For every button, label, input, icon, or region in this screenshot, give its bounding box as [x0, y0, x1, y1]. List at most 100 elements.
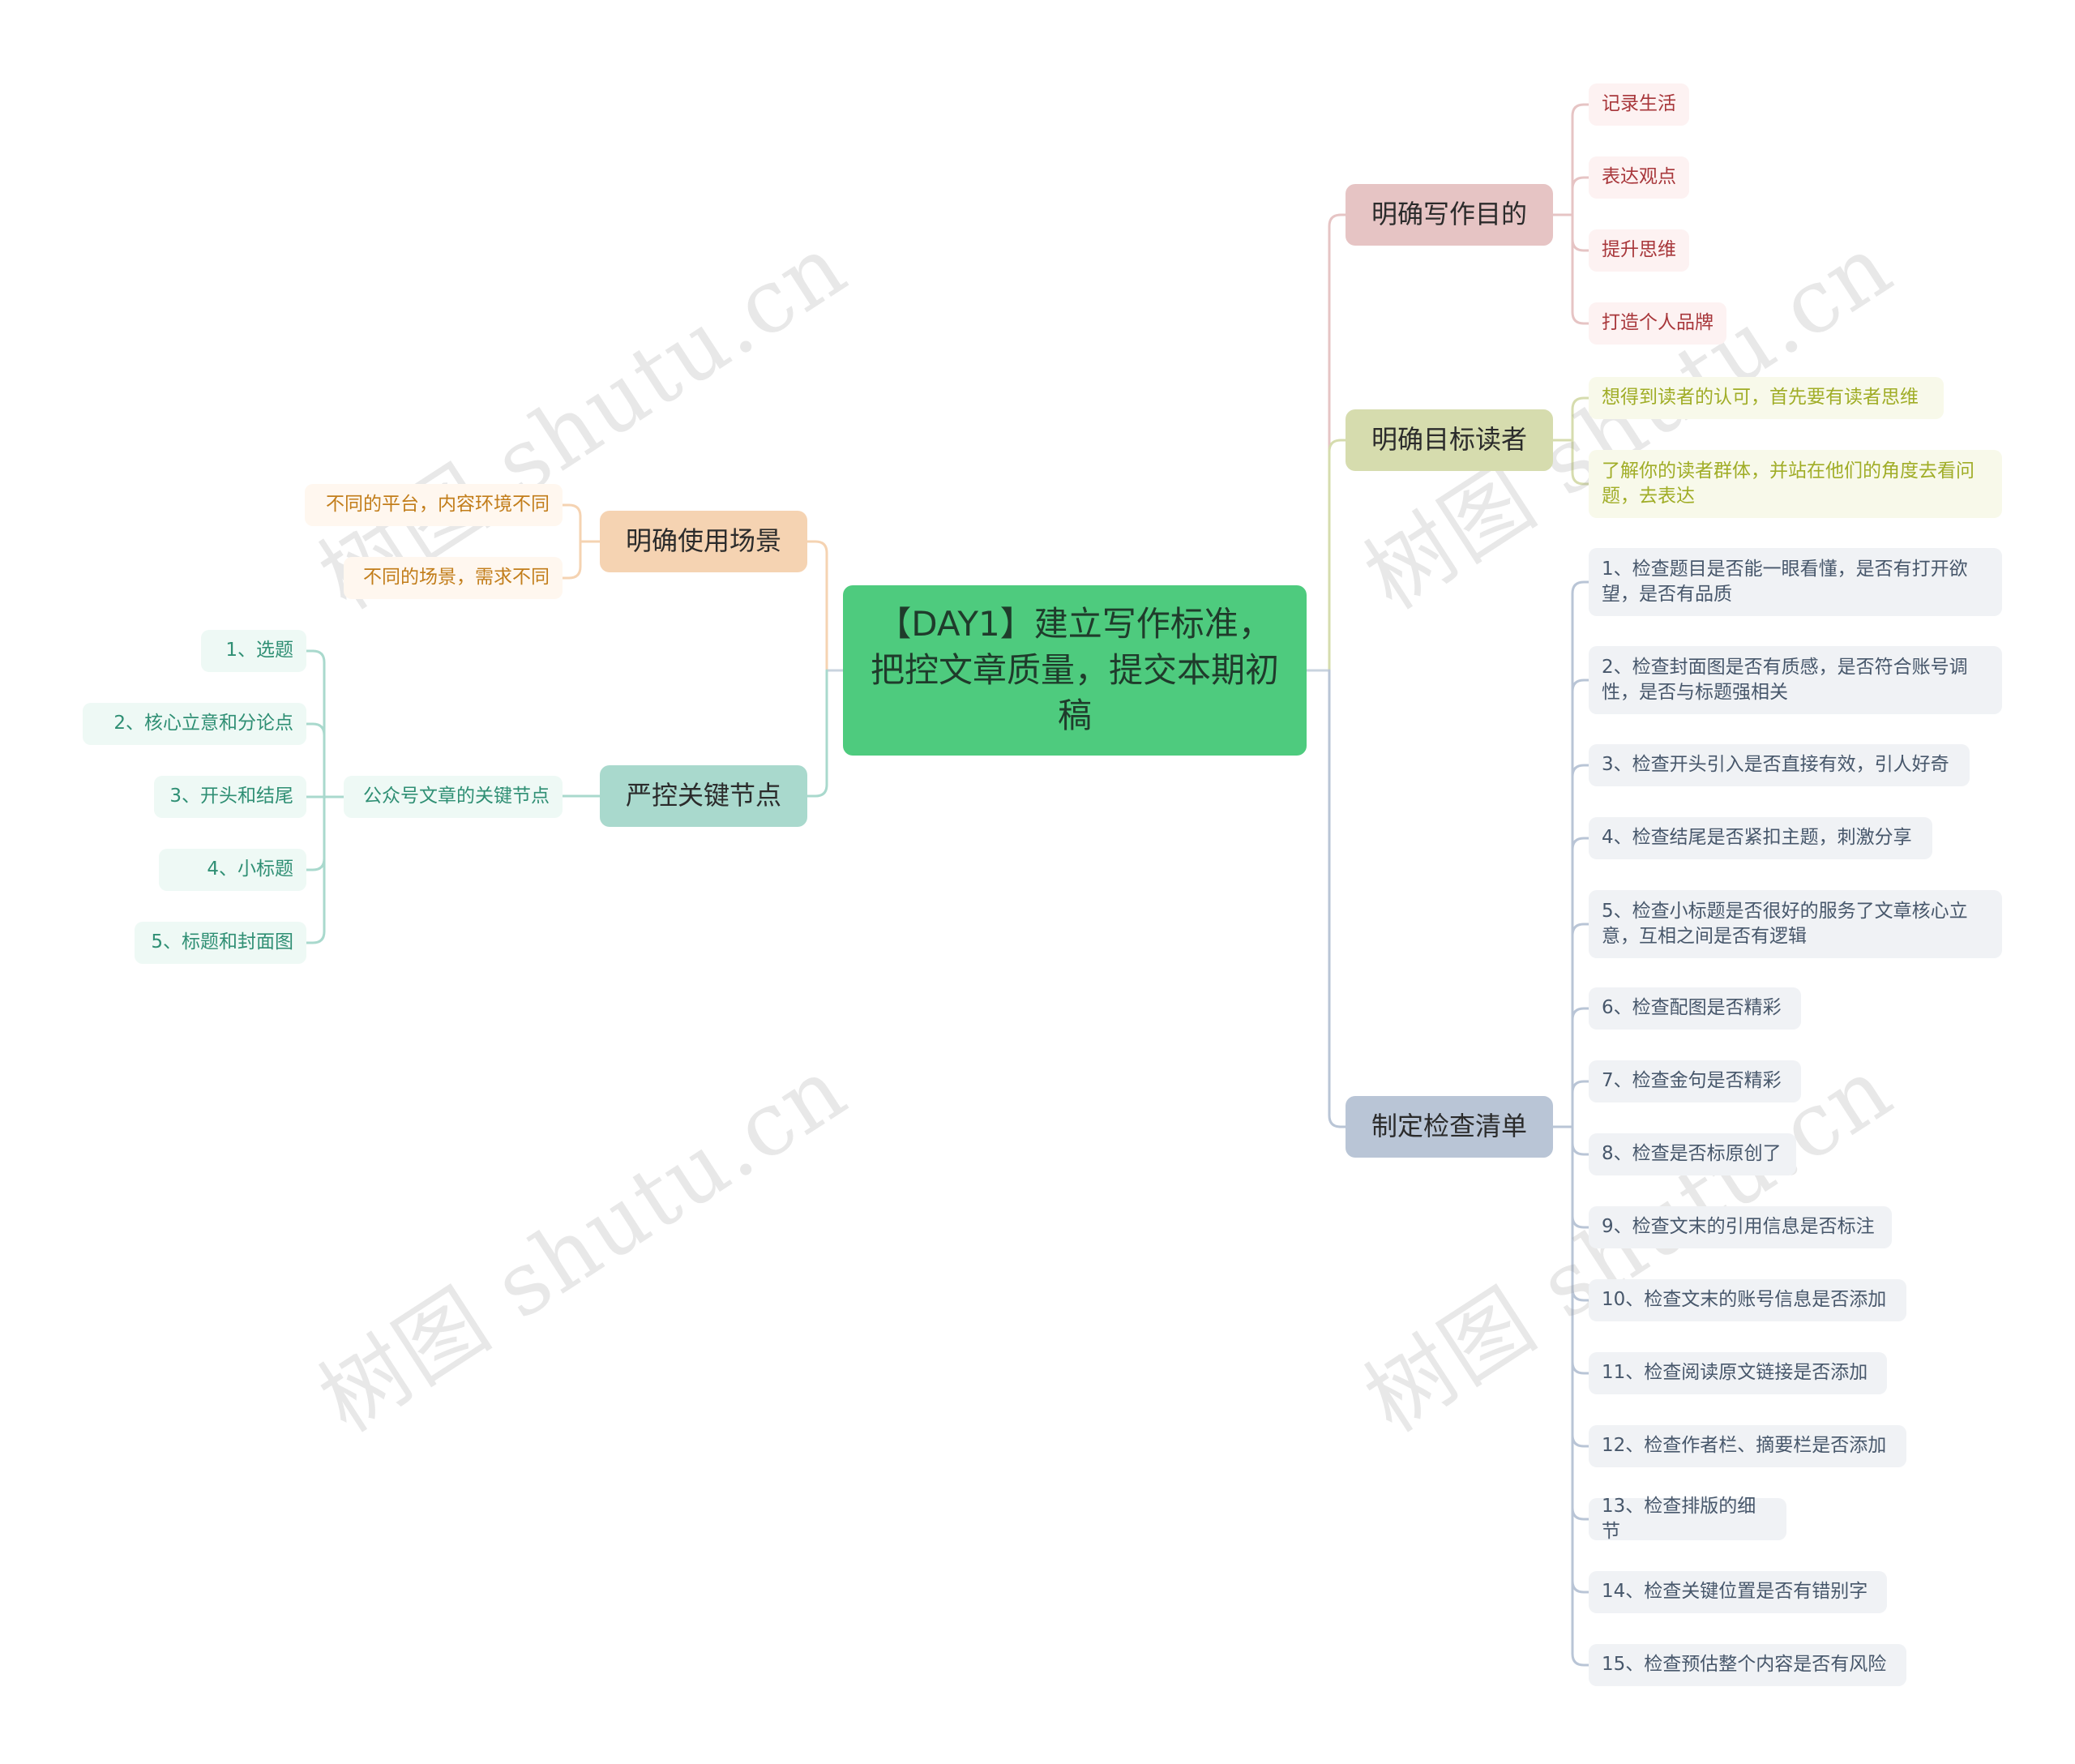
connector-checklist-leaf	[1571, 1125, 1590, 1521]
connector-key-leaf	[305, 649, 326, 799]
leaf-label: 6、检查配图是否精彩	[1602, 997, 1782, 1019]
leaf-label: 4、小标题	[207, 858, 293, 880]
leaf-label: 3、开头和结尾	[169, 786, 293, 807]
leaf-scene-item[interactable]: 不同的场景，需求不同	[344, 557, 563, 599]
leaf-purpose-item[interactable]: 表达观点	[1589, 156, 1689, 199]
leaf-checklist-item[interactable]: 14、检查关键位置是否有错别字	[1589, 1571, 1887, 1613]
leaf-checklist-item[interactable]: 4、检查结尾是否紧扣主题，刺激分享	[1589, 817, 1932, 859]
leaf-label: 8、检查是否标原创了	[1602, 1143, 1782, 1165]
connector-checklist-leaf	[1571, 1125, 1590, 1667]
branch-label: 明确使用场景	[625, 525, 781, 557]
connector-purpose-leaf	[1571, 103, 1590, 216]
connector-reader-leaf	[1571, 439, 1590, 486]
leaf-key-item[interactable]: 2、核心立意和分论点	[83, 703, 306, 745]
leaf-label: 不同的场景，需求不同	[363, 567, 550, 589]
leaf-label: 2、检查封面图是否有质感，是否符合账号调性，是否与标题强相关	[1602, 656, 1968, 703]
connector-reader	[1328, 439, 1347, 672]
leaf-checklist-item[interactable]: 10、检查文末的账号信息是否添加	[1589, 1279, 1906, 1321]
leaf-label: 2、核心立意和分论点	[113, 713, 293, 734]
leaf-label: 记录生活	[1602, 93, 1676, 115]
branch-target-reader[interactable]: 明确目标读者	[1346, 409, 1553, 471]
leaf-checklist-item[interactable]: 7、检查金句是否精彩	[1589, 1060, 1801, 1102]
connector-scene-leaf	[561, 540, 582, 580]
leaf-label: 提升思维	[1602, 239, 1676, 261]
leaf-purpose-item[interactable]: 记录生活	[1589, 83, 1689, 126]
leaf-checklist-item[interactable]: 12、检查作者栏、摘要栏是否添加	[1589, 1425, 1906, 1467]
branch-label: 严控关键节点	[625, 780, 781, 811]
key-nodes-subtopic[interactable]: 公众号文章的关键节点	[344, 776, 563, 818]
leaf-label: 3、检查开头引入是否直接有效，引人好奇	[1602, 754, 1949, 776]
leaf-label: 13、检查排版的细节	[1602, 1495, 1756, 1542]
leaf-label: 11、检查阅读原文链接是否添加	[1602, 1362, 1868, 1384]
leaf-checklist-item[interactable]: 8、检查是否标原创了	[1589, 1133, 1796, 1175]
leaf-label: 不同的平台，内容环境不同	[326, 494, 550, 516]
leaf-label: 了解你的读者群体，并站在他们的角度去看问题，去表达	[1602, 460, 1974, 507]
connector-checklist-leaf	[1571, 1125, 1590, 1375]
connector-keypoints	[806, 669, 828, 798]
connector-checklist-leaf	[1571, 923, 1590, 1128]
leaf-checklist-item[interactable]: 2、检查封面图是否有质感，是否符合账号调性，是否与标题强相关	[1589, 646, 2002, 714]
leaf-checklist-item[interactable]: 5、检查小标题是否很好的服务了文章核心立意，互相之间是否有逻辑	[1589, 890, 2002, 958]
connector-checklist-leaf	[1571, 1007, 1590, 1128]
connector-scene	[806, 540, 828, 672]
connector-checklist-leaf	[1571, 764, 1590, 1128]
connector-key-leaf	[305, 795, 326, 944]
leaf-label: 公众号文章的关键节点	[363, 786, 550, 807]
connector-checklist-leaf	[1571, 1125, 1590, 1156]
leaf-label: 想得到读者的认可，首先要有读者思维	[1602, 387, 1919, 409]
leaf-key-item[interactable]: 4、小标题	[159, 849, 306, 891]
connector-checklist	[1328, 669, 1347, 1128]
leaf-checklist-item[interactable]: 3、检查开头引入是否直接有效，引人好奇	[1589, 744, 1970, 786]
leaf-reader-item[interactable]: 了解你的读者群体，并站在他们的角度去看问题，去表达	[1589, 450, 2002, 518]
root-topic[interactable]: 【DAY1】建立写作标准，把控文章质量，提交本期初稿	[843, 585, 1307, 756]
leaf-label: 1、检查题目是否能一眼看懂，是否有打开欲望，是否有品质	[1602, 558, 1968, 605]
leaf-scene-item[interactable]: 不同的平台，内容环境不同	[305, 484, 563, 526]
connector-checklist-leaf	[1571, 580, 1590, 1128]
leaf-label: 9、检查文末的引用信息是否标注	[1602, 1216, 1875, 1238]
branch-checklist[interactable]: 制定检查清单	[1346, 1096, 1553, 1158]
leaf-key-item[interactable]: 1、选题	[201, 630, 306, 672]
leaf-checklist-item[interactable]: 1、检查题目是否能一眼看懂，是否有打开欲望，是否有品质	[1589, 548, 2002, 616]
leaf-checklist-item[interactable]: 6、检查配图是否精彩	[1589, 987, 1801, 1030]
leaf-label: 4、检查结尾是否紧扣主题，刺激分享	[1602, 827, 1912, 849]
connector-key-leaf	[305, 795, 326, 871]
connector-reader-leaf	[1571, 396, 1590, 442]
connector-checklist-leaf	[1571, 1125, 1590, 1594]
leaf-reader-item[interactable]: 想得到读者的认可，首先要有读者思维	[1589, 377, 1944, 419]
connector-checklist-leaf	[1571, 1125, 1590, 1448]
leaf-label: 15、检查预估整个内容是否有风险	[1602, 1654, 1887, 1676]
branch-label: 明确写作目的	[1371, 199, 1527, 230]
branch-label: 明确目标读者	[1371, 424, 1527, 456]
branch-writing-purpose[interactable]: 明确写作目的	[1346, 184, 1553, 246]
connector-purpose-leaf	[1571, 213, 1590, 252]
leaf-label: 1、选题	[225, 640, 293, 662]
connector-purpose-leaf	[1571, 176, 1590, 216]
leaf-label: 12、检查作者栏、摘要栏是否添加	[1602, 1435, 1887, 1457]
branch-label: 制定检查清单	[1371, 1111, 1527, 1142]
leaf-purpose-item[interactable]: 打造个人品牌	[1589, 302, 1726, 345]
connector-key-leaf	[305, 722, 326, 799]
leaf-label: 10、检查文末的账号信息是否添加	[1602, 1289, 1887, 1311]
connector-checklist-leaf	[1571, 837, 1590, 1128]
leaf-checklist-item[interactable]: 13、检查排版的细节	[1589, 1496, 1786, 1542]
leaf-label: 表达观点	[1602, 166, 1676, 188]
leaf-label: 打造个人品牌	[1602, 312, 1713, 334]
leaf-label: 5、检查小标题是否很好的服务了文章核心立意，互相之间是否有逻辑	[1602, 900, 1968, 947]
branch-usage-scene[interactable]: 明确使用场景	[600, 511, 807, 572]
root-topic-label: 【DAY1】建立写作标准，把控文章质量，提交本期初稿	[870, 603, 1279, 736]
leaf-purpose-item[interactable]: 提升思维	[1589, 229, 1689, 272]
leaf-key-item[interactable]: 5、标题和封面图	[135, 922, 306, 964]
leaf-label: 5、标题和封面图	[151, 931, 293, 953]
branch-key-nodes[interactable]: 严控关键节点	[600, 765, 807, 827]
leaf-key-item[interactable]: 3、开头和结尾	[154, 776, 306, 818]
connector-purpose	[1328, 213, 1347, 672]
leaf-checklist-item[interactable]: 11、检查阅读原文链接是否添加	[1589, 1352, 1887, 1394]
leaf-checklist-item[interactable]: 9、检查文末的引用信息是否标注	[1589, 1206, 1892, 1248]
connector-purpose-leaf	[1571, 213, 1590, 325]
leaf-checklist-item[interactable]: 15、检查预估整个内容是否有风险	[1589, 1644, 1906, 1686]
connector-checklist-leaf	[1571, 1125, 1590, 1229]
connector-checklist-leaf	[1571, 679, 1590, 1128]
leaf-label: 7、检查金句是否精彩	[1602, 1070, 1782, 1092]
